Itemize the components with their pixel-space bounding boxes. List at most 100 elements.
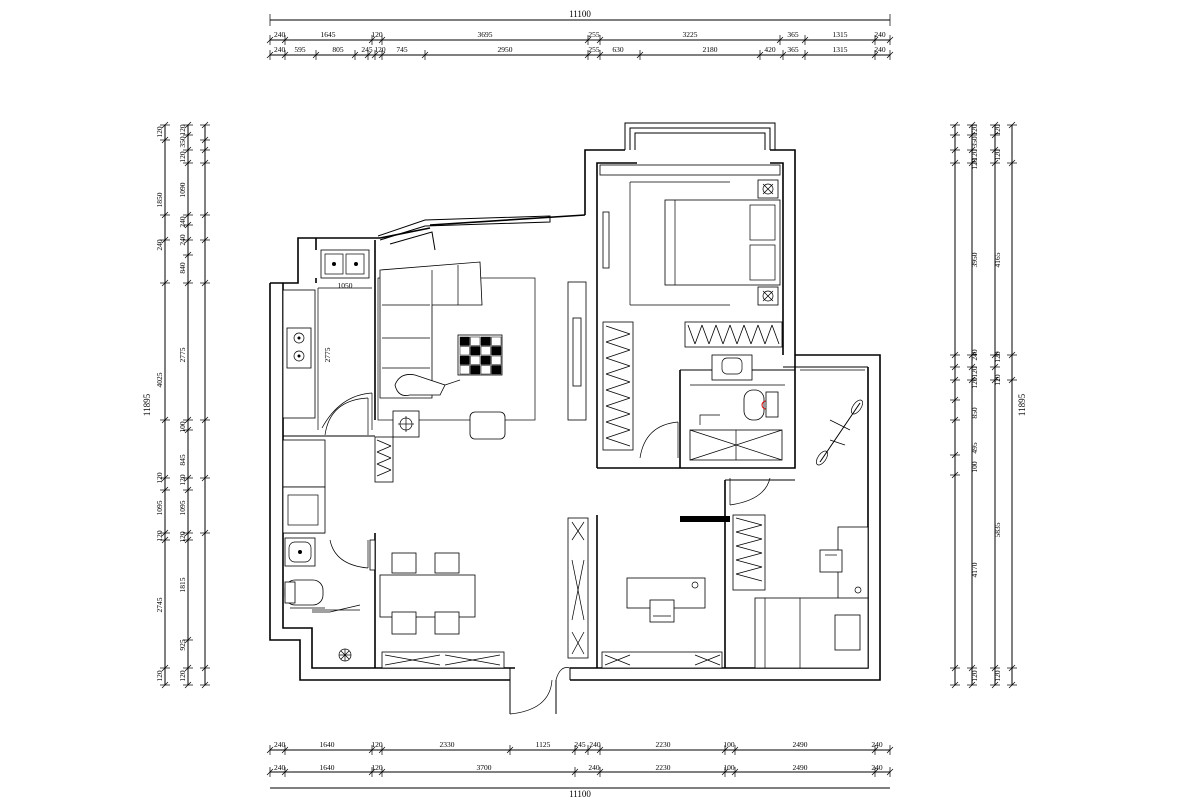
drawing-stroke — [968, 681, 976, 689]
drawing-stroke — [801, 36, 809, 44]
drawing-stroke — [801, 51, 809, 59]
drawing-stroke — [312, 51, 320, 59]
right-dimension-chains: 11895 120 120 4165 120 120 5835 120 120 … — [950, 121, 1027, 689]
bottom-dim-1-8: 2230 — [656, 740, 671, 749]
left-inner-2: 350 — [178, 136, 187, 148]
top-dim-2-9: 630 — [612, 45, 624, 54]
top-dim-1-9: 240 — [874, 30, 886, 39]
drawing-stroke — [991, 363, 999, 371]
drawing-stroke — [506, 746, 514, 754]
drawing-stroke — [201, 236, 209, 244]
drawing-stroke — [378, 768, 386, 776]
right-balcony — [800, 369, 865, 466]
entry-door — [509, 667, 571, 715]
drawing-stroke — [871, 768, 879, 776]
drawing-stroke — [371, 51, 379, 59]
coffee-table-tile — [470, 336, 481, 346]
left-outer-6: 1095 — [155, 500, 164, 515]
drawing-stroke — [281, 768, 289, 776]
drawing-stroke — [368, 768, 376, 776]
drawing-stroke — [886, 746, 894, 754]
coffee-table-tile — [480, 365, 491, 375]
top-dim-1-4: 3695 — [478, 30, 493, 39]
drawing-stroke — [161, 486, 169, 494]
bedroom-desk — [599, 164, 781, 176]
drawing-stroke — [161, 529, 169, 537]
drawing-stroke — [731, 768, 739, 776]
drawing-stroke — [605, 373, 631, 383]
bedroom2-desk — [837, 526, 869, 603]
dining-chair-4 — [434, 611, 460, 635]
left-outer-2: 1850 — [155, 192, 164, 207]
drawing-stroke — [968, 351, 976, 359]
drawing-stroke — [201, 211, 209, 219]
top-dim-1-3: 120 — [371, 30, 383, 39]
drawing-stroke — [584, 51, 592, 59]
drawing-stroke — [735, 566, 763, 575]
drawing-stroke — [184, 474, 192, 482]
left-inner-13: 120 — [178, 531, 187, 543]
bottom-dim-2-4: 3700 — [477, 763, 492, 772]
left-inner-10: 845 — [178, 454, 187, 466]
shoe-cabinet — [374, 436, 394, 483]
right-total-dimension: 11895 — [1017, 393, 1027, 416]
drawing-stroke — [771, 324, 780, 345]
drawing-stroke — [731, 746, 739, 754]
dining-chair-3 — [391, 611, 417, 635]
coffee-table-tile — [480, 336, 491, 346]
drawing-stroke — [376, 445, 392, 453]
drawing-stroke — [161, 236, 169, 244]
bath-vanity — [711, 354, 753, 381]
drawing-stroke — [951, 396, 959, 404]
right-inner-2: 350 — [970, 136, 979, 148]
drawing-stroke — [351, 51, 359, 59]
top-dim-2-6: 745 — [396, 45, 408, 54]
coffee-table-tile — [491, 365, 502, 375]
drawing-stroke — [184, 146, 192, 154]
bottom-dim-1-4: 2330 — [440, 740, 455, 749]
drawing-stroke — [266, 36, 274, 44]
bedroom-tv — [602, 211, 610, 269]
coffee-table-tile — [470, 346, 481, 356]
top-dimension-chains: 11100 240 1645 120 3695 255 3225 365 131… — [266, 9, 894, 60]
dining-chair-2 — [434, 552, 460, 574]
drawing-stroke — [184, 636, 192, 644]
kitchen-length-label: 2775 — [323, 347, 332, 362]
left-dimension-chains: 11895 120 1850 240 4025 120 1095 120 274… — [142, 121, 210, 689]
left-inner-3: 120 — [178, 151, 187, 163]
right-inner-11: 100 — [970, 461, 979, 473]
drawing-stroke — [201, 146, 209, 154]
coffee-table-tile — [491, 355, 502, 365]
drawing-stroke — [951, 471, 959, 479]
drawing-stroke — [968, 146, 976, 154]
drawing-stroke — [991, 681, 999, 689]
drawing-stroke — [184, 529, 192, 537]
drawing-stroke — [184, 221, 192, 229]
drawing-stroke — [201, 664, 209, 672]
drawing-stroke — [605, 421, 631, 431]
drawing-stroke — [1008, 376, 1016, 384]
right-inner-3: 120 — [970, 149, 979, 161]
guest-bathroom — [284, 537, 361, 662]
drawing-stroke — [201, 474, 209, 482]
master-bathroom — [689, 354, 785, 461]
drawing-stroke — [161, 279, 169, 287]
drawing-stroke — [991, 159, 999, 167]
top-dim-1-2: 1645 — [321, 30, 336, 39]
drawing-stroke — [636, 51, 644, 59]
top-total-dimension: 11100 — [569, 9, 591, 19]
guest-vanity — [284, 537, 316, 567]
top-dim-2-13: 1315 — [833, 45, 848, 54]
drawing-stroke — [571, 746, 579, 754]
drawing-stroke — [1008, 121, 1016, 129]
top-dim-1-7: 365 — [787, 30, 799, 39]
drawing-stroke — [735, 531, 763, 540]
left-outer-8: 2745 — [155, 597, 164, 612]
bottom-dim-1-1: 240 — [274, 740, 286, 749]
bedroom2-chair — [819, 549, 843, 573]
drawing-stroke — [991, 351, 999, 359]
top-dim-1-6: 3225 — [683, 30, 698, 39]
drawing-stroke — [184, 211, 192, 219]
drawing-stroke — [161, 416, 169, 424]
drawing-stroke — [605, 349, 631, 359]
